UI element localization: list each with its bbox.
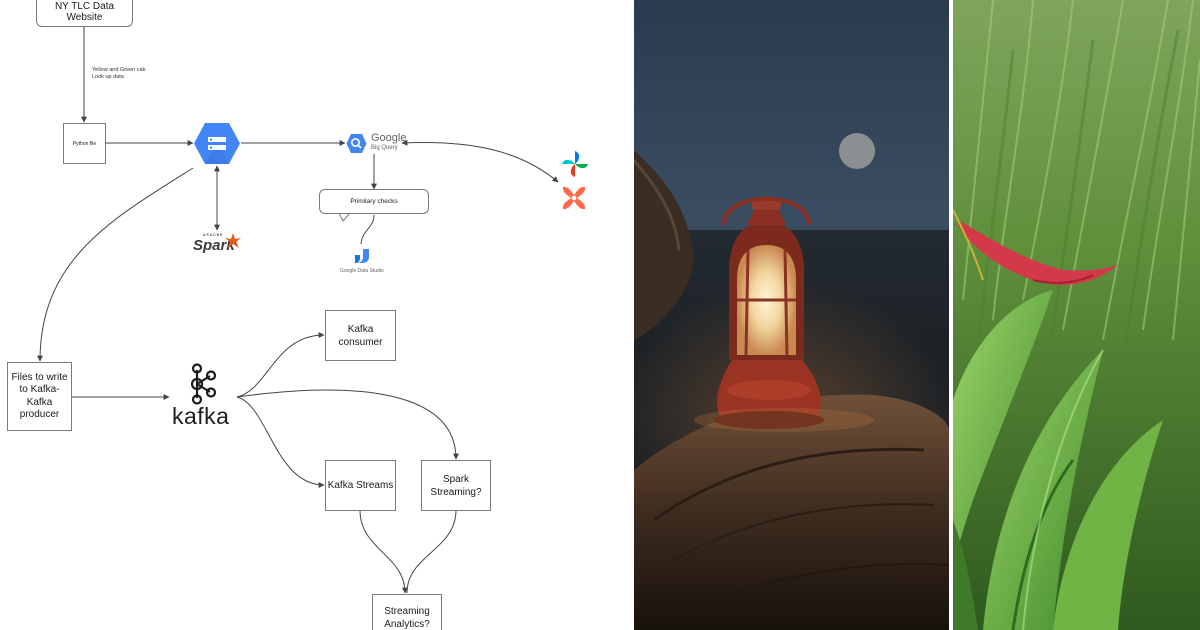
data-studio-icon (355, 249, 369, 263)
edge-bigquery-orchestration (401, 139, 559, 183)
photo-divider (949, 0, 953, 630)
spark-name: Spark (193, 237, 235, 254)
kafka-streams-label: Kafka Streams (327, 480, 394, 491)
edge-kafka-sparkstreaming (236, 389, 459, 460)
kafka-producer-node: Files to write to Kafka-Kafka producer (7, 362, 72, 431)
lantern-photo (634, 0, 949, 630)
architecture-diagram: NY TLC Data Website Yellow and Green cab… (7, 0, 588, 630)
edge-sparkstreaming-analytics (406, 509, 457, 594)
spark-star-icon (225, 233, 241, 248)
edge-kafka-streams (236, 396, 325, 488)
python-file-node: Python file (63, 123, 106, 164)
spark-streaming-label: Spark Streaming? (430, 473, 482, 498)
streaming-analytics-label: Streaming Analytics? (384, 606, 430, 630)
dbt-icon (562, 186, 586, 210)
streaming-analytics-node: Streaming Analytics? (372, 594, 442, 630)
cloud-storage-icon (194, 123, 240, 164)
checks-callout-tail (338, 212, 351, 222)
spark-apache-label: APACHE (203, 233, 224, 237)
kafka-consumer-label: Kafka consumer (338, 323, 383, 348)
data-studio-label: Google Data Studio (340, 268, 384, 274)
edge-streams-analytics (359, 509, 408, 594)
bigquery-icon (346, 134, 367, 153)
bigquery-name: Google (371, 132, 407, 144)
grass-photo-image (953, 0, 1200, 630)
edge-checks-datastudio (360, 214, 375, 245)
lantern-photo-image (634, 0, 949, 630)
python-file-label: Python file (72, 140, 97, 147)
kafka-streams-node: Kafka Streams (325, 460, 396, 511)
spark-streaming-node: Spark Streaming? (421, 460, 491, 511)
kafka-producer-label: Files to write to Kafka-Kafka producer (11, 371, 68, 421)
edge-label-line1: Yellow and Green cab (92, 67, 146, 73)
kafka-icon (190, 363, 217, 405)
tlc-website-node: NY TLC Data Website (36, 0, 133, 27)
tlc-website-label: NY TLC Data Website (54, 1, 115, 23)
primary-checks-node: Primilary checks (319, 189, 429, 214)
edge-label-line2: Look up data (92, 74, 124, 80)
bigquery-logo: Google Big Query (346, 132, 406, 156)
airflow-icon (562, 151, 588, 177)
grass-photo (953, 0, 1200, 630)
connector-lines (37, 27, 559, 594)
edge-kafka-consumer (236, 332, 325, 398)
kafka-consumer-node: Kafka consumer (325, 310, 396, 361)
primary-checks-label: Primilary checks (350, 198, 398, 205)
edge-label: Yellow and Green cab Look up data (92, 67, 146, 81)
kafka-wordmark: kafka (172, 403, 230, 429)
edge-gcs-files (37, 167, 194, 362)
bigquery-subtitle: Big Query (371, 145, 398, 151)
spark-logo: APACHE Spark (192, 232, 244, 258)
